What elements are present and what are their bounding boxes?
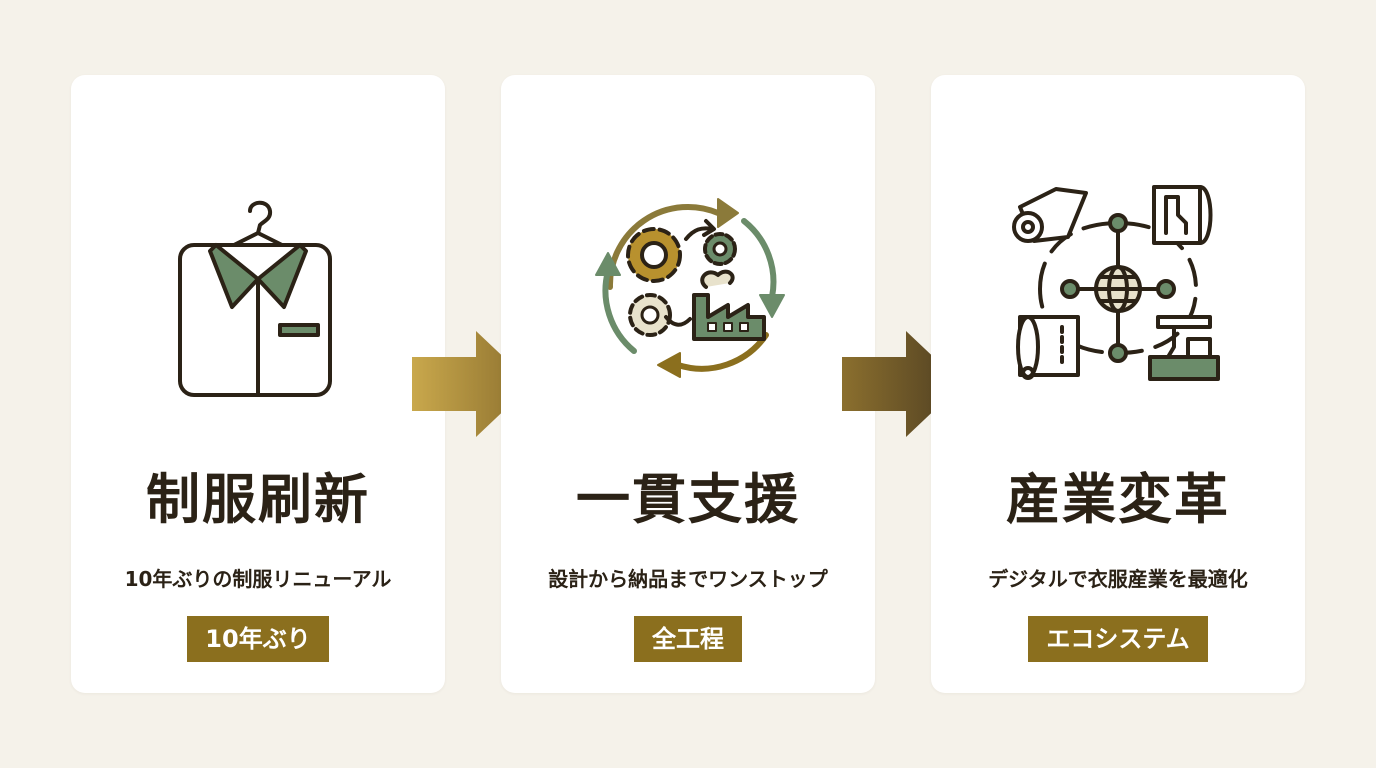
global-network-ecosystem-icon <box>998 167 1238 407</box>
step-badge: 10年ぶり <box>187 616 329 662</box>
step-subtitle: 設計から納品までワンストップ <box>548 567 828 591</box>
step-badge: 全工程 <box>634 616 742 662</box>
step-card-uniform-renewal: 制服刷新 10年ぶりの制服リニューアル 10年ぶり <box>71 75 445 693</box>
shirt-on-hanger-icon <box>138 167 378 407</box>
step-title: 制服刷新 <box>146 467 370 531</box>
step-title: 産業変革 <box>1006 467 1230 531</box>
step-subtitle: 10年ぶりの制服リニューアル <box>124 567 392 591</box>
step-card-industry-transformation: 産業変革 デジタルで衣服産業を最適化 エコシステム <box>931 75 1305 693</box>
gears-cycle-factory-icon <box>568 167 808 407</box>
step-subtitle: デジタルで衣服産業を最適化 <box>988 567 1248 591</box>
step-card-one-stop-support: 一貫支援 設計から納品までワンストップ 全工程 <box>501 75 875 693</box>
step-badge: エコシステム <box>1028 616 1208 662</box>
step-title: 一貫支援 <box>576 467 800 531</box>
